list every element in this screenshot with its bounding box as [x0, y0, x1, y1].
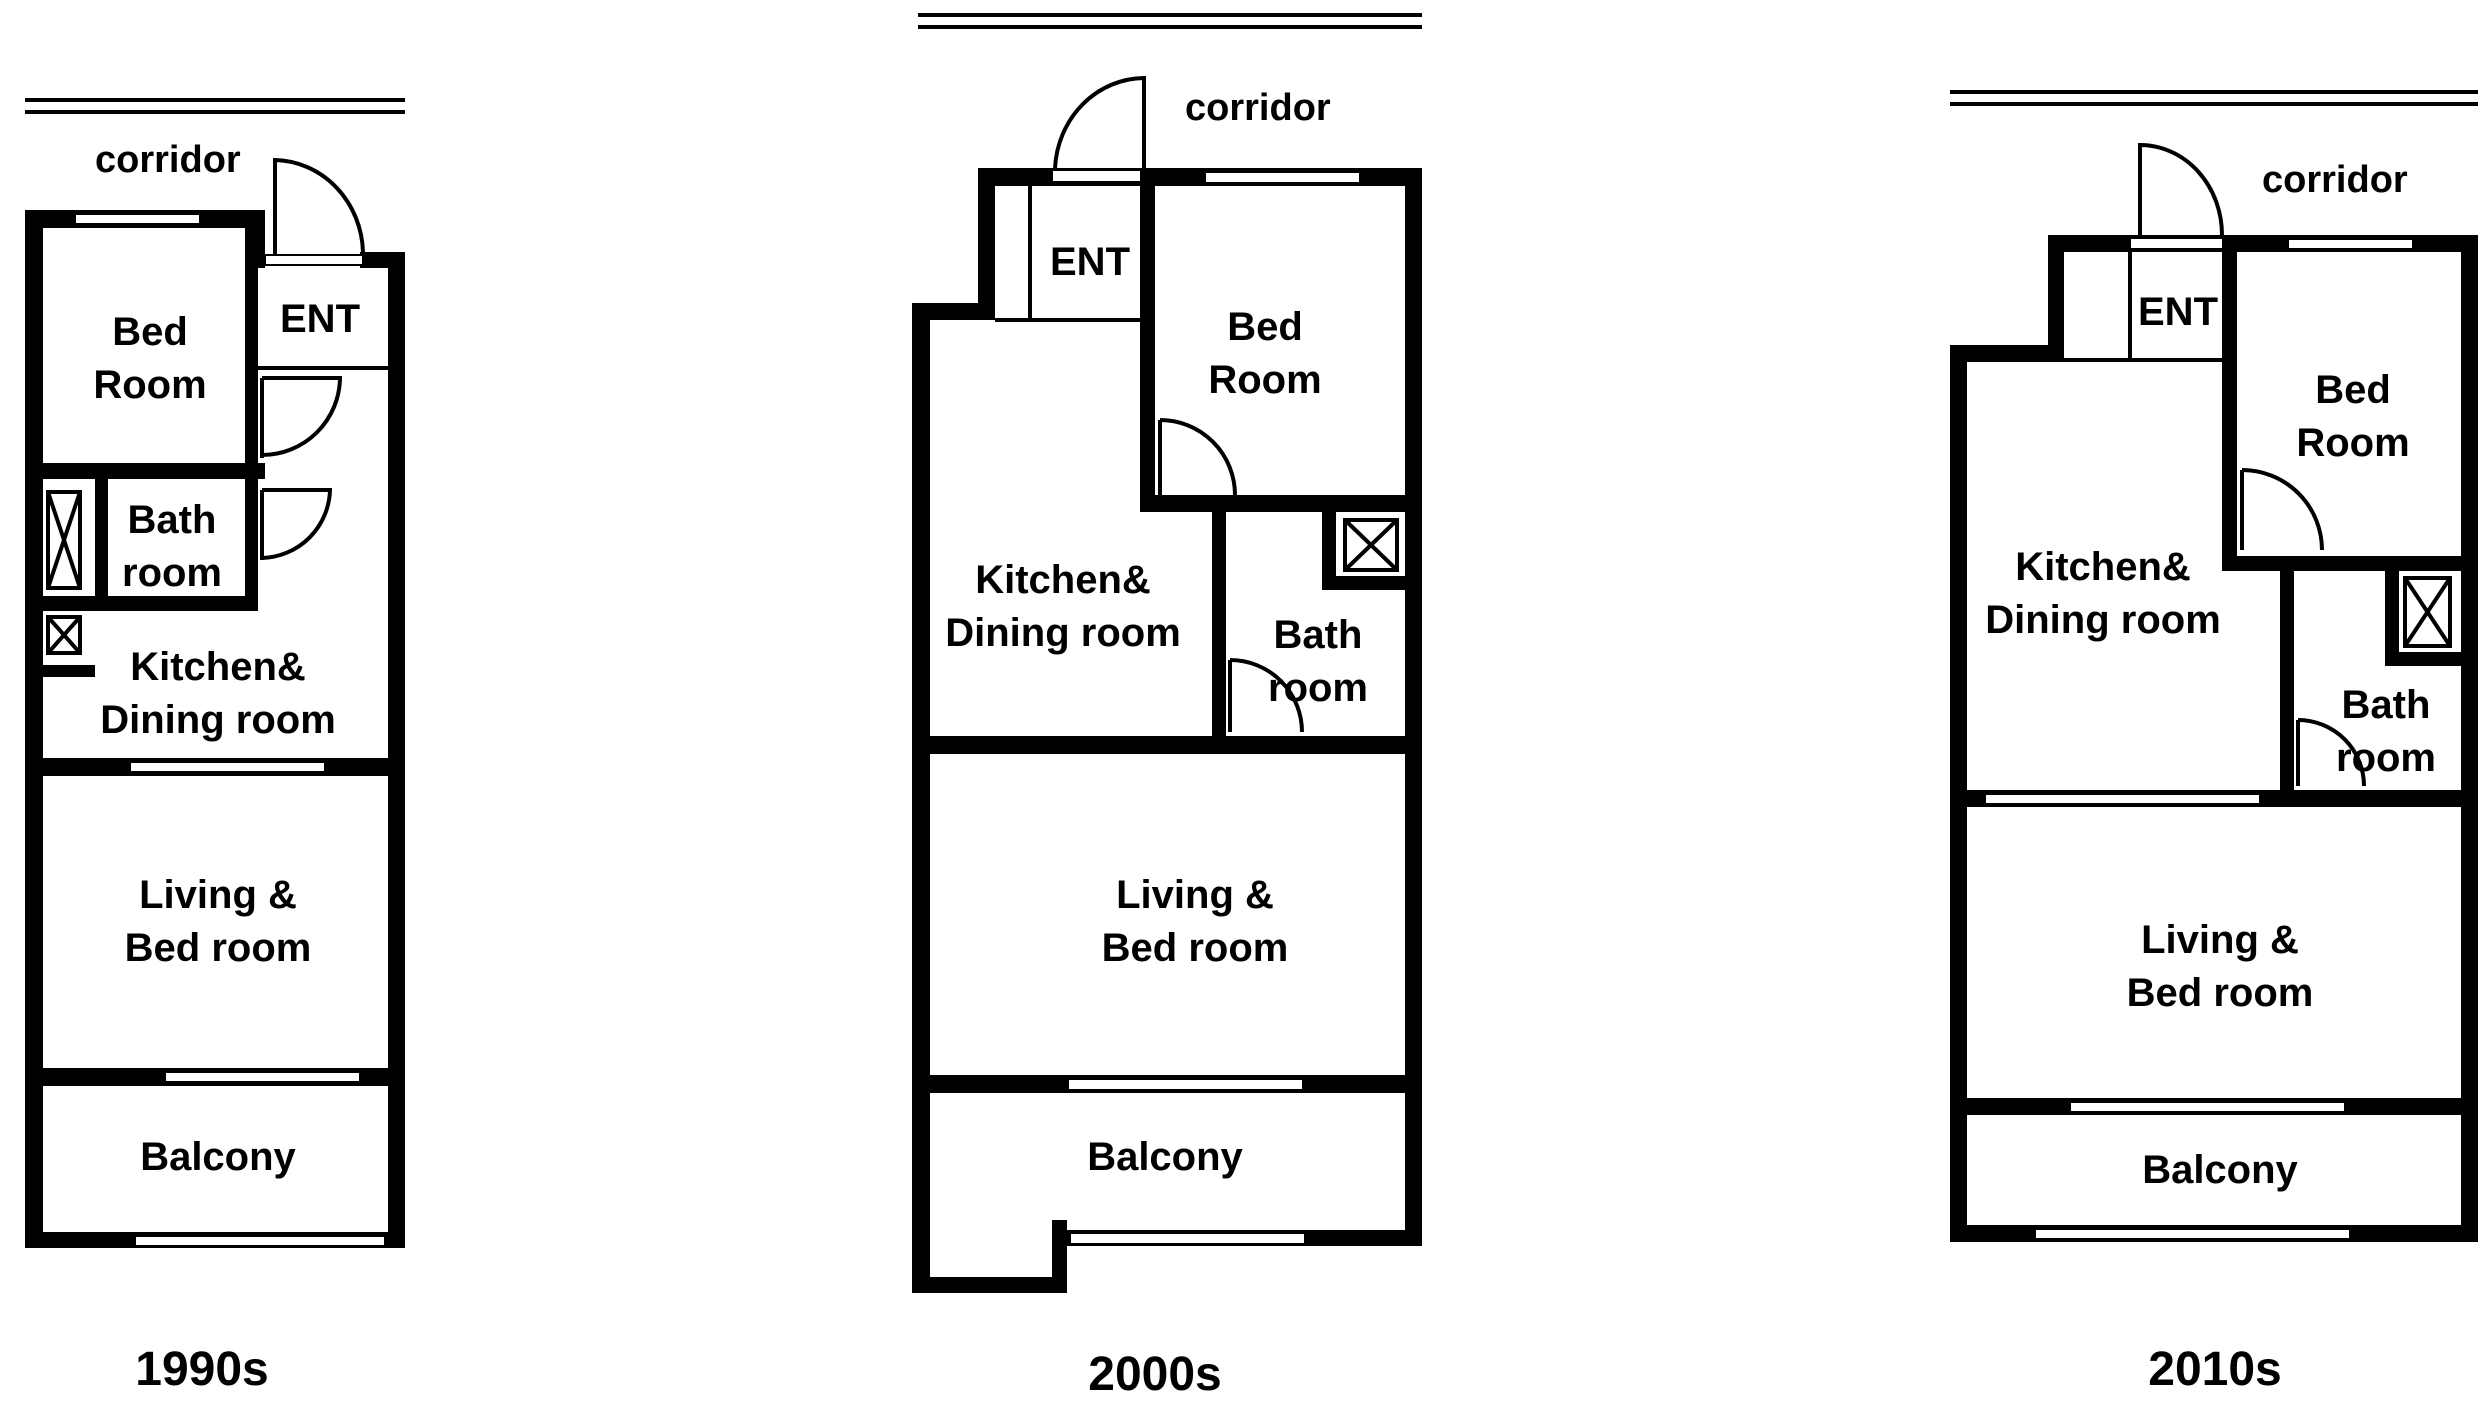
- decade-label: 2000s: [1088, 1348, 1221, 1401]
- wall: [1140, 495, 1422, 512]
- wall: [2048, 235, 2064, 357]
- living-label-line1: Living &: [1116, 873, 1274, 917]
- decade-label: 1990s: [135, 1343, 268, 1396]
- wall: [388, 252, 405, 1248]
- window: [2034, 1228, 2351, 1240]
- door-swing-icon: [260, 376, 343, 458]
- wall: [95, 479, 108, 609]
- door-swing-icon: [1228, 658, 1304, 733]
- wall: [1212, 495, 1226, 740]
- door-swing-icon: [1053, 75, 1146, 169]
- corridor-label: corridor: [2262, 159, 2408, 201]
- door-swing-icon: [260, 488, 333, 560]
- wall: [245, 210, 258, 475]
- wall: [2461, 235, 2478, 1242]
- entrance-threshold: [2129, 237, 2226, 250]
- corridor-label: corridor: [95, 139, 241, 181]
- bathroom-label-line2: room: [122, 551, 222, 595]
- door-swing-icon: [2138, 142, 2224, 236]
- window: [164, 1071, 361, 1083]
- decade-label: 2010s: [2148, 1343, 2281, 1396]
- kitchen-label-line1: Kitchen&: [2015, 545, 2191, 589]
- wall: [2222, 556, 2478, 571]
- window: [129, 761, 326, 773]
- wall: [1140, 168, 1155, 510]
- living-label-line2: Bed room: [125, 926, 312, 970]
- entrance-label: ENT: [1050, 240, 1130, 284]
- door-swing-icon: [273, 157, 365, 255]
- bathroom-label-line2: room: [1268, 666, 1368, 710]
- wall: [1405, 168, 1422, 1246]
- wall: [2385, 556, 2399, 666]
- wall: [978, 168, 995, 318]
- bedroom-label-line1: Bed: [1227, 305, 1303, 349]
- window: [2069, 1101, 2346, 1113]
- door-swing-icon: [2296, 718, 2366, 787]
- bathroom-label-line2: room: [2336, 736, 2436, 780]
- wall: [360, 252, 405, 268]
- bedroom-label-line2: Room: [1208, 358, 1321, 402]
- kitchen-label-line2: Dining room: [100, 698, 336, 742]
- kitchen-label-line2: Dining room: [945, 611, 1181, 655]
- wall: [25, 596, 258, 611]
- window: [1067, 1078, 1304, 1091]
- entrance-threshold: [1051, 169, 1145, 183]
- living-label-line1: Living &: [139, 873, 297, 917]
- wall: [1950, 345, 2064, 362]
- living-label-line2: Bed room: [1102, 926, 1289, 970]
- bedroom-label-line2: Room: [93, 363, 206, 407]
- corridor-label: corridor: [1185, 87, 1331, 129]
- window: [134, 1235, 386, 1247]
- living-label-line1: Living &: [2141, 918, 2299, 962]
- kitchen-label-line1: Kitchen&: [130, 645, 306, 689]
- wall: [2385, 652, 2478, 666]
- balcony-label: Balcony: [140, 1135, 296, 1179]
- balcony-label: Balcony: [1087, 1135, 1243, 1179]
- wall: [245, 479, 258, 609]
- entrance-threshold: [264, 254, 364, 266]
- kitchen-label-line2: Dining room: [1985, 598, 2221, 642]
- wall: [1322, 576, 1422, 590]
- bedroom-label-line2: Room: [2296, 421, 2409, 465]
- plan-1990s: corridor ENT Bed Room Bath room Kitchen&…: [25, 98, 405, 1396]
- balcony-label: Balcony: [2142, 1148, 2298, 1192]
- wall: [25, 463, 265, 479]
- wall: [912, 303, 995, 320]
- wall: [912, 303, 930, 1293]
- entrance-label: ENT: [2138, 290, 2218, 334]
- bathroom-label-line1: Bath: [1274, 613, 1363, 657]
- window: [74, 213, 201, 225]
- duct-icon: [46, 490, 82, 590]
- living-label-line2: Bed room: [2127, 971, 2314, 1015]
- wall: [1322, 495, 1336, 590]
- bathroom-label-line1: Bath: [2342, 683, 2431, 727]
- duct-icon: [1343, 518, 1399, 572]
- door-swing-icon: [1158, 418, 1237, 496]
- duct-icon: [46, 615, 82, 655]
- wall: [912, 736, 1422, 754]
- plan-2010s: corridor ENT Bed Room Kitchen& Dining ro…: [1950, 90, 2478, 1396]
- bedroom-label-line1: Bed: [2315, 368, 2391, 412]
- plan-2000s: corridor ENT Bed Room Kitchen& Dining ro…: [912, 13, 1422, 1401]
- wall: [25, 665, 95, 677]
- window: [1069, 1232, 1306, 1245]
- entrance-label: ENT: [280, 297, 360, 341]
- wall: [25, 210, 43, 1248]
- wall: [2280, 556, 2294, 796]
- wall: [2222, 235, 2237, 570]
- duct-icon: [2403, 576, 2452, 648]
- window: [1984, 793, 2261, 805]
- bedroom-label-line1: Bed: [112, 310, 188, 354]
- door-swing-icon: [2240, 468, 2324, 551]
- wall: [912, 1277, 1067, 1293]
- window: [1204, 171, 1361, 184]
- kitchen-label-line1: Kitchen&: [975, 558, 1151, 602]
- window: [2287, 238, 2414, 250]
- bathroom-label-line1: Bath: [128, 498, 217, 542]
